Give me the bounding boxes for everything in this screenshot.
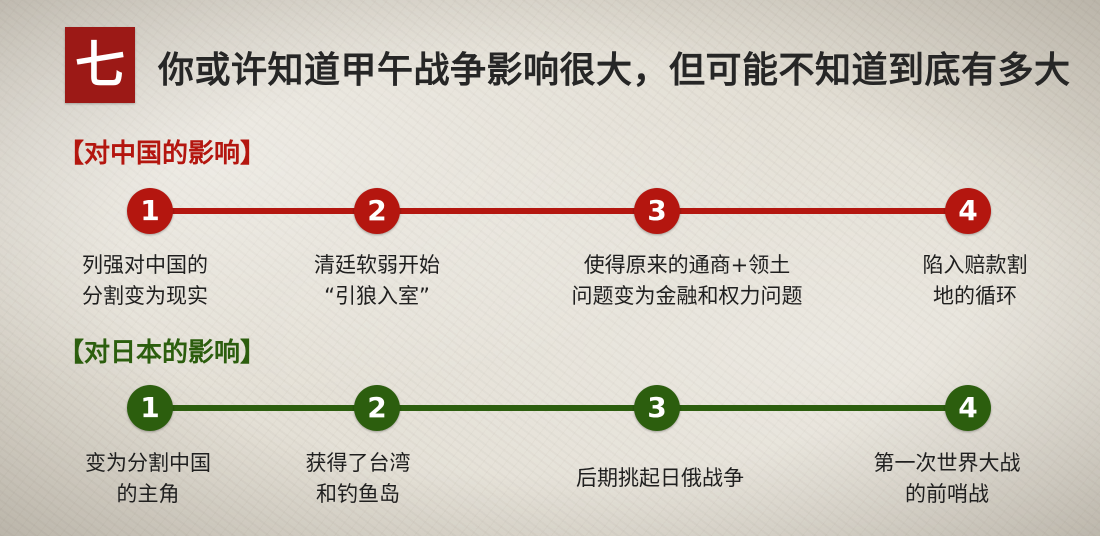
item-line: 的前哨战 xyxy=(905,482,989,506)
timeline-node-china-4: 4 xyxy=(945,188,991,234)
item-line: “引狼入室” xyxy=(324,284,430,308)
timeline-node-japan-4: 4 xyxy=(945,385,991,431)
timeline-node-china-1: 1 xyxy=(127,188,173,234)
section-heading-japan: 【对日本的影响】 xyxy=(58,338,267,368)
item-line: 获得了台湾 xyxy=(305,451,411,475)
item-line: 变为分割中国 xyxy=(85,451,211,475)
timeline-item-china-4: 陷入赔款割 地的循环 xyxy=(825,250,1100,312)
page-title: 你或许知道甲午战争影响很大，但可能不知道到底有多大 xyxy=(158,50,1071,91)
timeline-line-japan xyxy=(150,405,970,411)
timeline-item-japan-3: 后期挑起日俄战争 xyxy=(510,463,810,494)
item-line: 陷入赔款割 xyxy=(922,253,1028,277)
timeline-item-japan-4: 第一次世界大战 的前哨战 xyxy=(797,448,1097,510)
timeline-node-china-2: 2 xyxy=(354,188,400,234)
node-number: 1 xyxy=(140,194,160,227)
timeline-item-china-2: 清廷软弱开始 “引狼入室” xyxy=(227,250,527,312)
timeline-item-china-3: 使得原来的通商+领土 问题变为金融和权力问题 xyxy=(537,250,837,312)
item-line: 和钓鱼岛 xyxy=(316,482,400,506)
timeline-item-china-1: 列强对中国的 分割变为现实 xyxy=(0,250,295,312)
item-line: 使得原来的通商+领土 xyxy=(583,253,791,277)
item-line: 问题变为金融和权力问题 xyxy=(571,284,803,308)
item-line: 分割变为现实 xyxy=(82,284,208,308)
timeline-item-japan-1: 变为分割中国 的主角 xyxy=(0,448,298,510)
node-number: 3 xyxy=(647,194,667,227)
node-number: 4 xyxy=(958,391,978,424)
item-line: 列强对中国的 xyxy=(82,253,208,277)
timeline-item-japan-2: 获得了台湾 和钓鱼岛 xyxy=(208,448,508,510)
node-number: 3 xyxy=(647,391,667,424)
item-line: 地的循环 xyxy=(933,284,1017,308)
node-number: 2 xyxy=(367,391,387,424)
section-heading-china: 【对中国的影响】 xyxy=(58,139,267,169)
item-line: 第一次世界大战 xyxy=(873,451,1021,475)
item-line: 清廷软弱开始 xyxy=(314,253,440,277)
item-line: 后期挑起日俄战争 xyxy=(576,466,744,490)
timeline-node-china-3: 3 xyxy=(634,188,680,234)
timeline-line-china xyxy=(150,208,970,214)
timeline-node-japan-2: 2 xyxy=(354,385,400,431)
item-line: 的主角 xyxy=(116,482,180,506)
node-number: 4 xyxy=(958,194,978,227)
section-number-badge: 七 xyxy=(65,27,135,103)
badge-numeral: 七 xyxy=(75,35,125,94)
node-number: 1 xyxy=(140,391,160,424)
node-number: 2 xyxy=(367,194,387,227)
timeline-node-japan-1: 1 xyxy=(127,385,173,431)
timeline-node-japan-3: 3 xyxy=(634,385,680,431)
